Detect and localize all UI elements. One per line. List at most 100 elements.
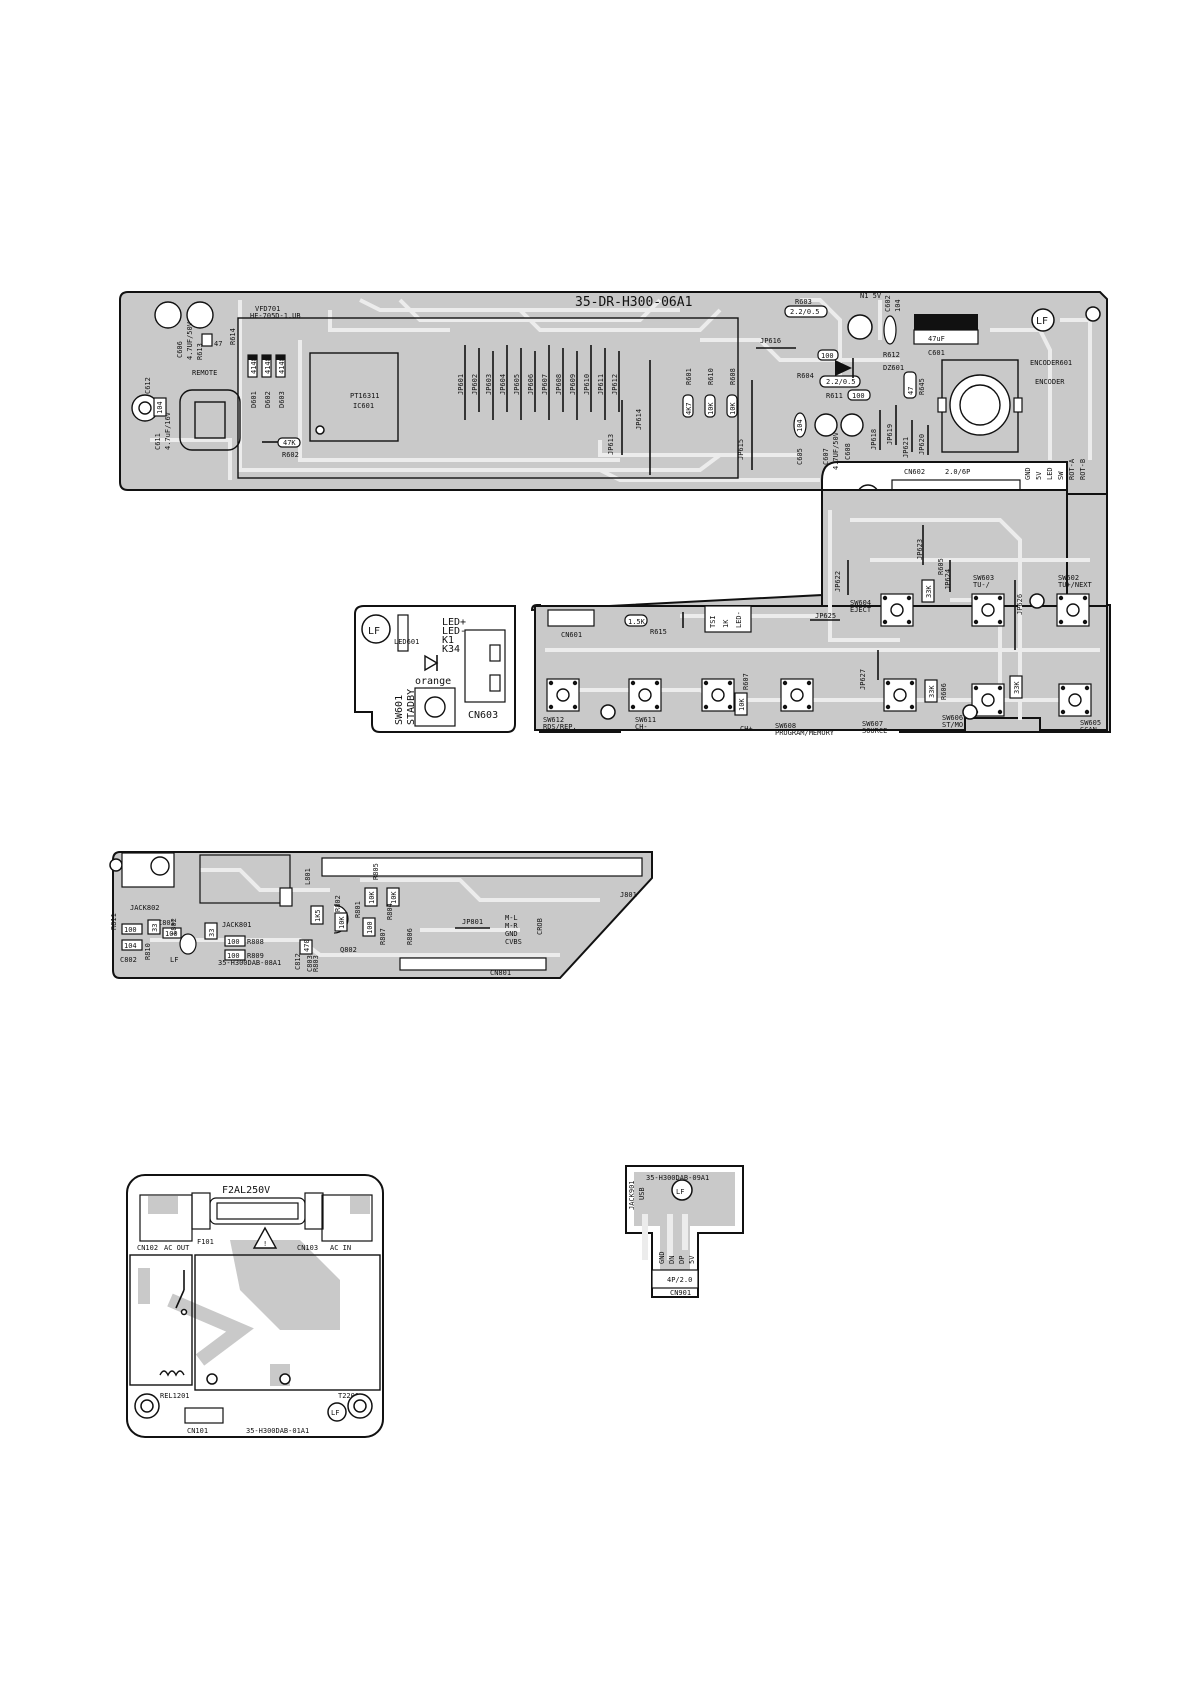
cn603-label: CN603 — [468, 710, 498, 721]
j801-label: J801 — [620, 891, 637, 899]
l802-inductor — [179, 933, 197, 955]
d603-band — [276, 355, 285, 360]
tact-switch-button — [638, 688, 652, 702]
jumper-label: JP612 — [611, 374, 619, 395]
encoder-tab-left — [937, 397, 947, 413]
r601-resistor — [682, 394, 694, 418]
usb-label: USB — [638, 1187, 646, 1200]
jumper-label: JP610 — [583, 374, 591, 395]
cn801-pin-label: M-R — [505, 922, 518, 930]
cn102-connector — [139, 1194, 193, 1242]
c608-capacitor — [840, 413, 864, 437]
tact-switch-pin — [703, 704, 709, 710]
tact-switch-pin — [973, 685, 979, 691]
jack-passive — [299, 939, 313, 955]
power-mount-hole-left-inner — [140, 1399, 154, 1413]
relay-contact-arm — [175, 1289, 185, 1309]
jumper-label: JP603 — [485, 374, 493, 395]
jack-passive-value: 104 — [124, 942, 137, 950]
tact-switch-pin — [973, 619, 979, 625]
cn801-pin-label: CVBS — [505, 938, 522, 946]
keys-board-hole-right — [1029, 593, 1045, 609]
tact-switch-pin — [882, 619, 888, 625]
warning-icon — [252, 1226, 278, 1249]
ic601-outline — [309, 352, 399, 442]
jp616-label: JP616 — [760, 337, 781, 345]
dz601-diode — [835, 360, 852, 376]
r612-resistor — [817, 349, 839, 361]
switch-ref-label: SW607 — [862, 720, 883, 728]
jack-passive — [147, 919, 161, 935]
f101-label: F101 — [197, 1238, 214, 1246]
key-ic-label: LED- — [735, 611, 743, 628]
r615-value: 1.5K — [628, 618, 646, 626]
switch-name-label: CH- — [635, 723, 648, 731]
power-board-code: 35-H300DAB-01A1 — [246, 1427, 309, 1435]
jack-passive — [162, 927, 182, 939]
jack-passive — [364, 887, 378, 907]
switch-name-label: CH+ — [740, 725, 753, 733]
r608-label: R608 — [729, 368, 737, 385]
main-board: VFD701 HE-705D-1.UB 35-DR-H300-06A1 LF P… — [119, 291, 1108, 511]
power-lf-label: LF — [331, 1409, 339, 1417]
cn602-pin-label: GND — [1024, 467, 1032, 480]
jp625-label: JP625 — [815, 612, 836, 620]
led-diode-symbol — [424, 654, 439, 672]
tact-switch-button — [981, 693, 995, 707]
usb-pin-label: DP — [678, 1256, 686, 1264]
jack-passive-label: R809 — [247, 952, 264, 960]
diode-array: 4148 4148 4148 D601 D602 D603 — [247, 354, 286, 408]
tact-switch-pin — [906, 619, 912, 625]
tact-switch-pin — [782, 704, 788, 710]
jack801-label: JACK801 — [222, 921, 252, 929]
n15v-mount-hole — [847, 314, 873, 340]
jp622-label: JP622 — [834, 571, 842, 592]
usb-pin-label: DN — [668, 1256, 676, 1264]
encoder-label: ENCODER — [1035, 378, 1065, 386]
cn602-value: 2.0/6P — [945, 468, 970, 476]
r645-value: 47 — [907, 387, 915, 395]
tact-switch-pin — [630, 680, 636, 686]
power-mount-hole-right-inner — [353, 1399, 367, 1413]
warning-icon-mark: ! — [263, 1240, 267, 1248]
usb-lf-label: LF — [676, 1188, 684, 1196]
switch-ref-label: SW608 — [775, 722, 796, 730]
tact-switch-pin — [654, 680, 660, 686]
cn901-label: CN901 — [670, 1289, 691, 1297]
tact-switch-pin — [806, 704, 812, 710]
vfd-model-label: HE-705D-1.UB — [250, 312, 301, 320]
cn601-connector — [547, 609, 595, 627]
r610-value: 10K — [707, 402, 715, 415]
d602-label: D602 — [264, 391, 272, 408]
switch-ref-label: SW603 — [973, 574, 994, 582]
tact-switch-button — [556, 688, 570, 702]
cn102-label: CN102 — [137, 1244, 158, 1252]
jumper-label: JP611 — [597, 374, 605, 395]
jack-passive-label: C812 — [294, 953, 302, 970]
r603-resistor — [784, 305, 828, 318]
switch-name-label: PROGRAM/MEMORY — [775, 729, 835, 737]
jumper-label: JP604 — [499, 374, 507, 395]
d603-label: D603 — [278, 391, 286, 408]
r608-value: 10K — [729, 402, 737, 415]
l801-label: L801 — [304, 868, 312, 885]
tact-switch-pin — [1082, 595, 1088, 601]
tact-switch-pin — [885, 704, 891, 710]
switch-ref-label: SW611 — [635, 716, 656, 724]
r645-resistor — [903, 371, 917, 399]
cn901-connector — [651, 1269, 699, 1289]
power-copper-trace — [167, 1293, 254, 1366]
cn103-direction: AC IN — [330, 1244, 351, 1252]
jack-passive-value: 100 — [366, 921, 374, 934]
jumper-label: JP608 — [555, 374, 563, 395]
jumper-label: JP606 — [527, 374, 535, 395]
r612-value: 100 — [821, 352, 834, 360]
tact-switch-pin — [782, 680, 788, 686]
jack-passive-value: 33 — [208, 929, 216, 937]
t2201-label: T2201 — [338, 1392, 359, 1400]
cn602-pin-label: ROT-B — [1079, 459, 1087, 480]
f101-clip-left — [191, 1192, 211, 1230]
jack-passive-label: R805 — [372, 863, 380, 880]
